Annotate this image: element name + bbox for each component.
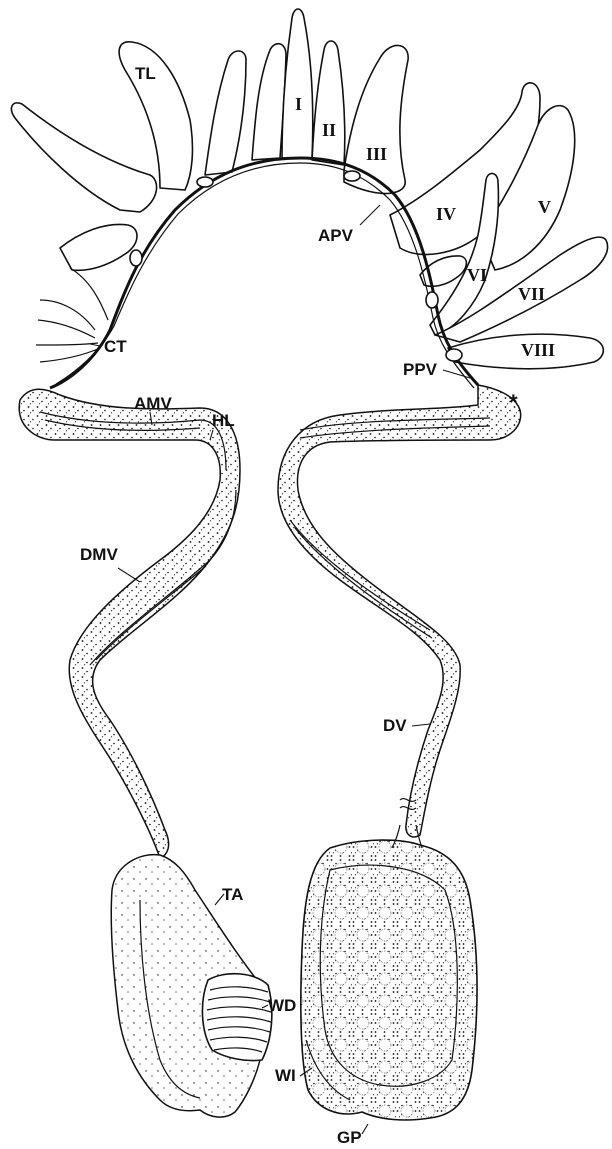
label-star: * [509,390,518,415]
arch-joints [130,171,462,361]
tentacle-left-lower [60,224,137,270]
label-iv: IV [436,204,456,224]
tentacles [11,9,607,369]
label-ii: II [322,120,336,140]
label-hl: HL [212,411,235,430]
ct-stalks [36,268,108,362]
label-iii: III [366,144,387,164]
label-tl: TL [135,64,156,83]
wd-striations [202,974,271,1061]
tentacle-far-left [11,103,156,212]
tentacle-ii [312,41,345,165]
label-wd: WD [268,996,296,1015]
tentacle-i [282,9,313,158]
label-amv: AMV [134,394,172,413]
left-body-tube [19,389,240,858]
label-wi: WI [275,1066,296,1085]
label-dv: DV [383,716,407,735]
tentacle-left-small [205,51,246,175]
label-apv: APV [318,226,354,245]
label-ct: CT [104,337,127,356]
label-ppv: PPV [403,360,438,379]
label-v: V [538,197,551,217]
tentacle-center-left [252,44,286,160]
label-vi: VI [467,265,487,285]
label-i: I [295,94,302,114]
label-vii: VII [518,284,545,304]
label-dmv: DMV [80,545,118,564]
label-viii: VIII [521,340,555,360]
label-ta: TA [222,885,243,904]
label-gp: GP [337,1128,362,1147]
